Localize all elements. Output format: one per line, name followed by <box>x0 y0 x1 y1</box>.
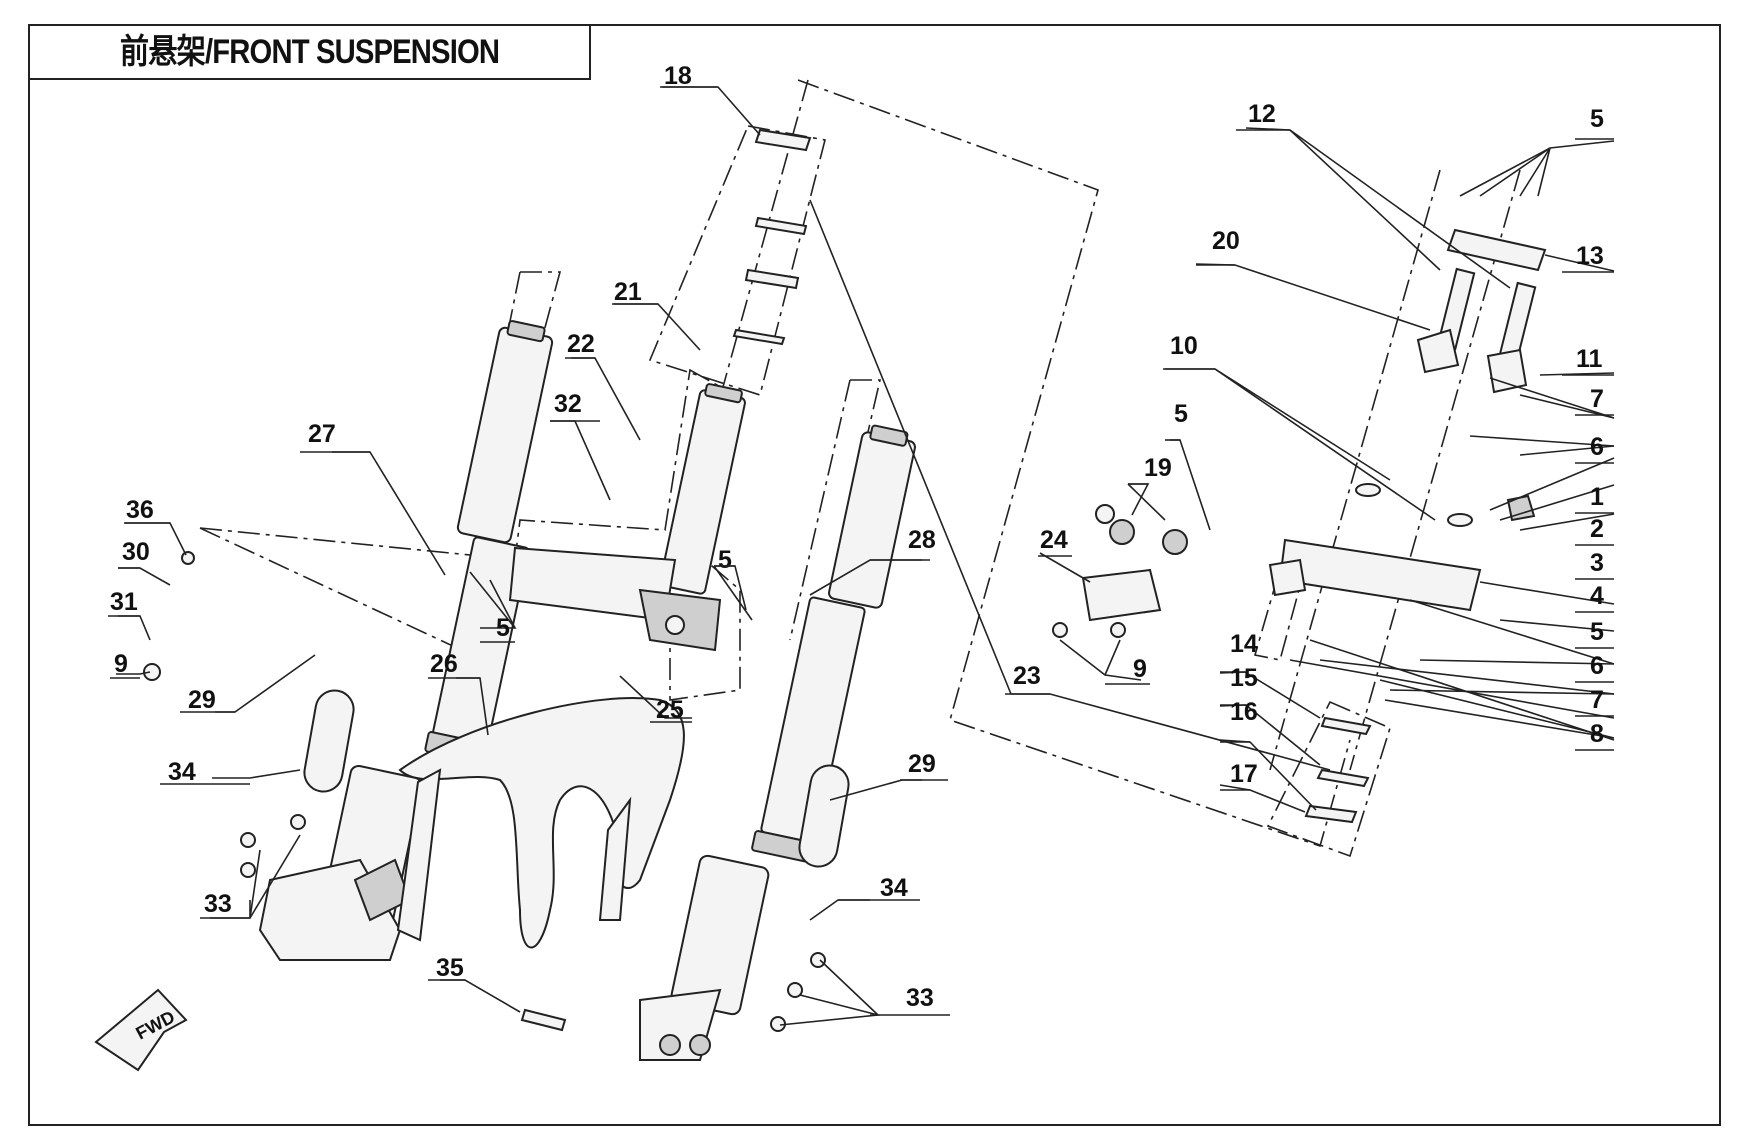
small-hardware <box>143 128 1372 1032</box>
drawing-frame <box>28 24 1721 1126</box>
forward-direction-arrow: FWD <box>94 988 188 1072</box>
callout-14: 14 <box>1230 630 1258 658</box>
callout-20: 20 <box>1212 227 1240 255</box>
right-fork-leg <box>639 424 916 1061</box>
callout-26: 26 <box>430 650 458 678</box>
callout-29-right: 29 <box>908 750 936 778</box>
steering-stem-assembly <box>1081 228 1547 622</box>
callout-29-left: 29 <box>188 686 216 714</box>
callout-21: 21 <box>614 278 642 306</box>
callout-18: 18 <box>664 62 692 90</box>
callout-5-top-right: 5 <box>1590 105 1604 133</box>
callout-7-lower: 7 <box>1590 686 1604 714</box>
callout-8: 8 <box>1590 720 1604 748</box>
callout-30: 30 <box>122 538 150 566</box>
front-fender <box>396 697 685 949</box>
callout-12: 12 <box>1248 100 1276 128</box>
callout-33-right: 33 <box>906 984 934 1012</box>
page-title: 前悬架/FRONT SUSPENSION <box>119 33 500 71</box>
callout-34-left: 34 <box>168 758 196 786</box>
callout-31: 31 <box>110 588 138 616</box>
callout-35: 35 <box>436 954 464 982</box>
callout-22: 22 <box>567 330 595 358</box>
callout-16: 16 <box>1230 698 1258 726</box>
callout-9-left: 9 <box>114 650 128 678</box>
callout-34-right: 34 <box>880 874 908 902</box>
callout-19: 19 <box>1144 454 1172 482</box>
callout-5-center-left: 5 <box>496 614 510 642</box>
callout-17: 17 <box>1230 760 1258 788</box>
callout-1: 1 <box>1590 483 1604 511</box>
callout-28: 28 <box>908 526 936 554</box>
callout-7-upper: 7 <box>1590 385 1604 413</box>
callout-5-center-right: 5 <box>718 546 732 574</box>
callout-27: 27 <box>308 420 336 448</box>
callout-23: 23 <box>1013 662 1041 690</box>
fork-tube-assembly <box>508 383 746 652</box>
callout-10: 10 <box>1170 332 1198 360</box>
callout-25: 25 <box>656 696 684 724</box>
callout-4: 4 <box>1590 582 1604 610</box>
callout-24: 24 <box>1040 526 1068 554</box>
callout-6-lower: 6 <box>1590 652 1604 680</box>
callout-9-right: 9 <box>1133 655 1147 683</box>
callout-5-right-lower: 5 <box>1590 618 1604 646</box>
callout-3: 3 <box>1590 549 1604 577</box>
callout-11: 11 <box>1576 345 1603 373</box>
callout-32: 32 <box>554 390 582 418</box>
callout-36: 36 <box>126 496 154 524</box>
title-block: 前悬架/FRONT SUSPENSION <box>28 24 591 80</box>
callout-labels: 1 2 3 4 5 6 7 8 6 7 11 13 5 12 20 10 5 1… <box>108 62 1614 1016</box>
callout-2: 2 <box>1590 515 1604 543</box>
callout-13: 13 <box>1576 242 1604 270</box>
callout-15: 15 <box>1230 664 1258 692</box>
callout-5-mid-right: 5 <box>1174 400 1188 428</box>
callout-6-upper: 6 <box>1590 433 1604 461</box>
callout-33-left: 33 <box>204 890 232 918</box>
